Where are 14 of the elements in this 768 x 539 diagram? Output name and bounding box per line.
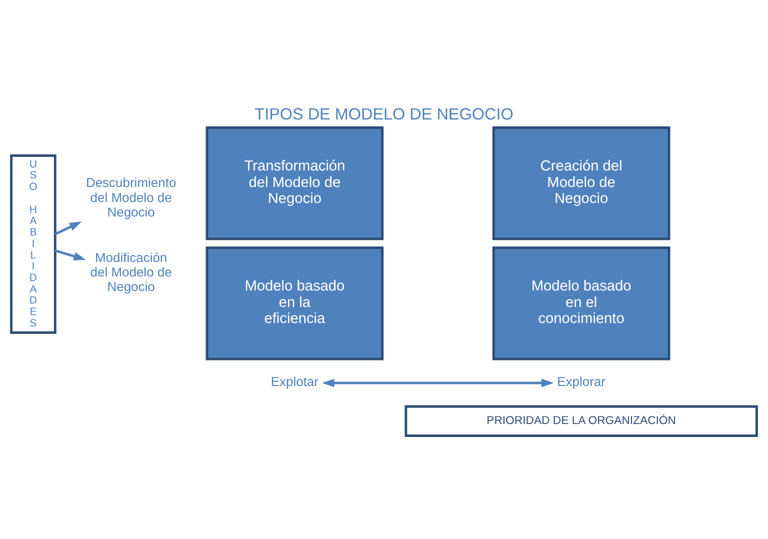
node-box: PRIORIDAD DE LA ORGANIZACIÓN [404,405,758,437]
node-text: Modificación del Modelo de Negocio [90,250,172,294]
node-box: Transformación del Modelo de Negocio [206,126,384,240]
node-box: Modelo basado en el conocimiento [492,246,670,360]
node-box: Modelo basado en la eficiencia [206,246,384,360]
node-text: Explorar [557,374,606,390]
arrow [54,222,82,236]
node-box: USO HABILIDADES [10,154,56,334]
arrow [322,378,554,388]
node-text: Explotar [270,374,319,390]
node-box: Creación del Modelo de Negocio [492,126,670,240]
node-text: Descubrimiento del Modelo de Negocio [86,175,176,220]
diagram-title: TIPOS DE MODELO DE NEGOCIO [254,105,514,124]
arrow [54,249,86,260]
